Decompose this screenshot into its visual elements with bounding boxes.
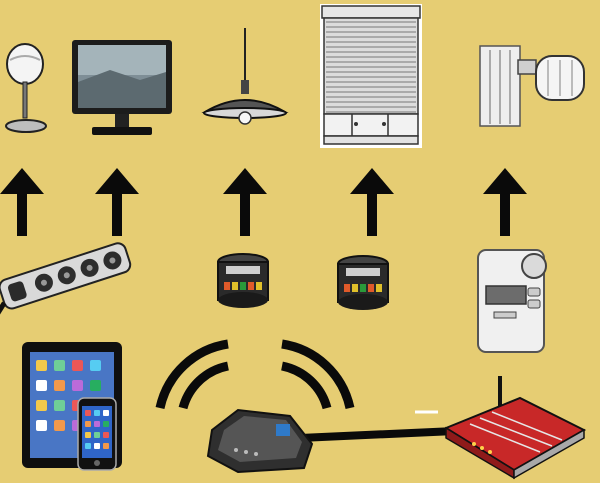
wireless-signal-left xyxy=(155,339,230,410)
arrow-up xyxy=(0,168,44,236)
arrow-up xyxy=(223,168,267,236)
wifi-router xyxy=(443,376,587,480)
actuator-module xyxy=(217,253,269,308)
pendant-lamp xyxy=(201,28,289,125)
arrow-up xyxy=(350,168,394,236)
arrow-up xyxy=(483,168,527,236)
smart-home-gateway xyxy=(206,408,314,474)
radiator-thermostat xyxy=(479,45,585,127)
wireless-signal-right xyxy=(280,339,355,410)
power-strip xyxy=(0,242,132,318)
table-lamp xyxy=(5,43,47,133)
wired-link xyxy=(299,427,456,442)
monitor xyxy=(72,40,172,135)
actuator-module xyxy=(337,255,389,310)
roller-shutter xyxy=(320,4,422,148)
tablet-and-phone xyxy=(22,342,122,471)
arrow-group xyxy=(0,168,527,236)
wall-thermostat xyxy=(477,249,547,353)
arrow-up xyxy=(95,168,139,236)
